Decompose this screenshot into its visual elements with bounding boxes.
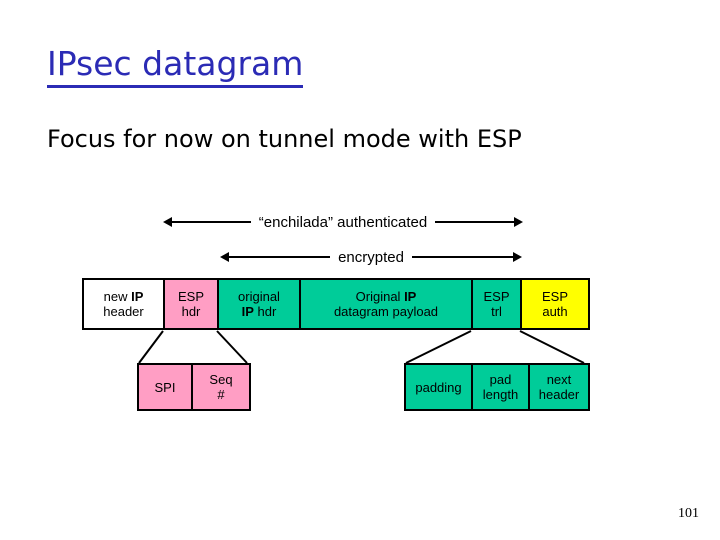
- block-label-line1: pad: [489, 372, 512, 387]
- subtitle-text: Focus for now on tunnel mode with ESP: [47, 125, 522, 153]
- page-number: 101: [678, 506, 699, 521]
- authenticated-span-annotation: “enchilada” authenticated: [163, 210, 524, 234]
- block-label-line2: hdr: [181, 304, 201, 319]
- arrow-head-left-icon: [163, 217, 172, 227]
- block-label-line2: IP hdr: [241, 304, 277, 319]
- block-padding: padding: [406, 365, 473, 409]
- block-label-line1: ESP: [541, 289, 568, 304]
- arrow-head-right-icon: [513, 252, 522, 262]
- block-label-line2: trl: [491, 304, 502, 319]
- block-label-line1: Original IP: [355, 289, 417, 304]
- block-label-line1: ESP: [483, 289, 510, 304]
- page-title-text: IPsec datagram: [47, 44, 304, 88]
- block-label-line1: next: [546, 372, 572, 387]
- arrow-line-right: [411, 256, 513, 258]
- block-label-line1: ESP: [177, 289, 204, 304]
- block-label-line2: header: [103, 304, 144, 319]
- page-title: IPsec datagram: [47, 44, 304, 88]
- arrow-head-right-icon: [514, 217, 524, 227]
- block-label-line1: original: [238, 289, 280, 304]
- block-seq-number: Seq#: [193, 365, 249, 409]
- block-spi: SPI: [139, 365, 193, 409]
- block-label-line2: auth: [542, 304, 568, 319]
- block-label-line1: Seq: [209, 372, 233, 387]
- arrow-line-right: [435, 221, 515, 223]
- encrypted-span-annotation: encrypted: [220, 245, 522, 269]
- block-label-line2: #: [217, 387, 225, 402]
- block-label-line1: new IP: [103, 289, 144, 304]
- authenticated-label: “enchilada” authenticated: [258, 213, 428, 231]
- block-label-line1: padding: [415, 379, 462, 395]
- encrypted-label: encrypted: [338, 248, 404, 266]
- esp-header-detail-blocks: SPI Seq#: [137, 363, 251, 411]
- block-label-line2: header: [538, 387, 580, 402]
- arrow-line-left: [229, 256, 331, 258]
- arrow-head-left-icon: [220, 252, 229, 262]
- block-label-line2: length: [482, 387, 519, 402]
- block-label-line2: datagram payload: [333, 304, 439, 319]
- block-label-line1: SPI: [154, 379, 176, 395]
- arrow-line-left: [172, 221, 251, 223]
